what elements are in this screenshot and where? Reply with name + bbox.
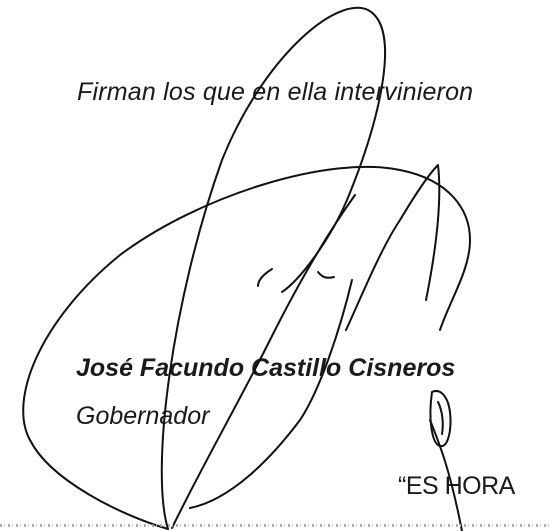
signature-stroke-lower-swoop (189, 279, 353, 509)
closing-statement: Firman los que en ella intervinieron (77, 78, 474, 106)
signature-mark-left (257, 268, 273, 287)
scan-edge-artifact (0, 524, 549, 527)
signer-title: Gobernador (76, 402, 210, 430)
signature-oval (429, 390, 452, 448)
signature-oval-inner (437, 401, 444, 435)
signature-mark-right (317, 271, 335, 279)
signer-name: José Facundo Castillo Cisneros (76, 354, 456, 382)
footer-motto: “ES HORA (398, 472, 515, 500)
signature-stroke-right (345, 164, 441, 331)
